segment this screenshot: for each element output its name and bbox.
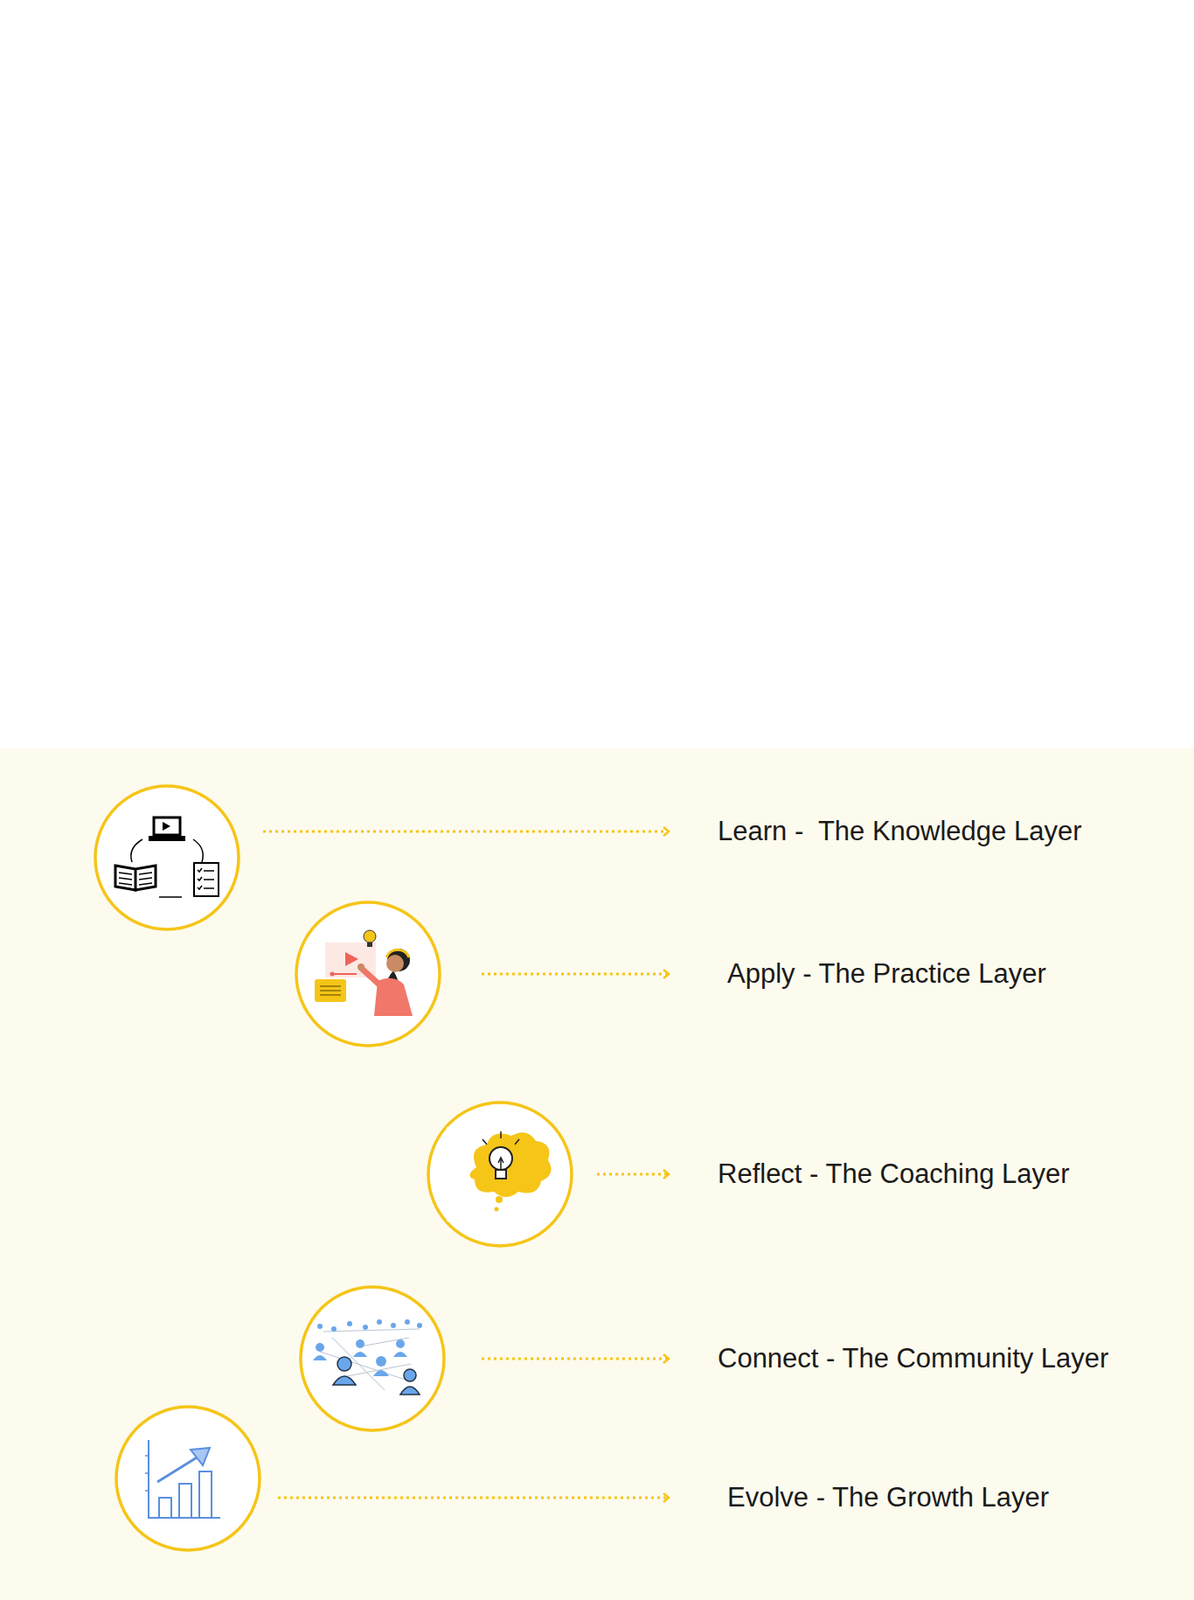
layer-label: Connect - The Community Layer	[717, 1341, 1109, 1375]
icon-circles	[95, 785, 572, 1550]
learn-icon	[115, 817, 219, 897]
reflect-icon	[446, 1126, 552, 1222]
evolve-icon	[145, 1439, 221, 1518]
connect-icon	[312, 1318, 423, 1395]
layer-label: Reflect - The Coaching Layer	[717, 1157, 1070, 1190]
layer-label: Learn - The Knowledge Layer	[717, 814, 1082, 847]
apply-icon	[314, 930, 413, 1016]
layer-label: Evolve - The Growth Layer	[727, 1480, 1049, 1514]
leader-arrows	[263, 831, 669, 1498]
layer-label: Apply - The Practice Layer	[727, 957, 1047, 990]
